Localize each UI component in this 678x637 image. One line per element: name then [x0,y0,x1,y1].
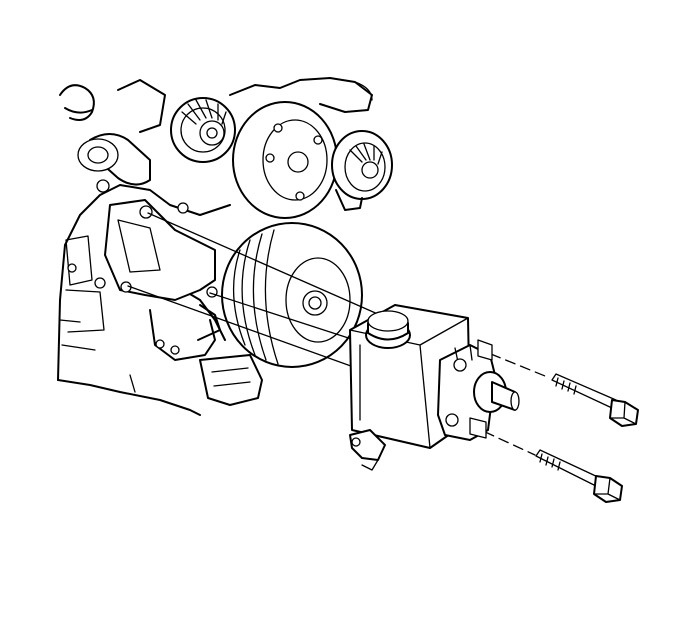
bracket-bolt [155,339,165,349]
oil-filter-ribs [211,367,251,387]
tensioner-arm [335,189,363,211]
bolt-shank-upper [551,373,617,409]
engine-side-rib [65,235,93,286]
engine-bolt-head [96,179,110,193]
pulley-bolt [313,135,323,145]
pump-mount-hole-lower [445,413,459,427]
water-pump-pulley [232,101,338,219]
bolt-head-facets-lower [593,477,621,501]
water-pump-hub [287,151,309,173]
idler-pulley-spokes [181,99,227,125]
guide-line-middle [209,292,371,346]
bolt-threads-lower [539,453,561,471]
tensioner-pulley-hub [361,161,379,179]
crank-bolt [308,296,322,310]
mounting-bolts [535,373,639,503]
bracket-lower-leg [149,309,216,361]
pipe-flange [354,81,373,101]
pump-mounting-bracket [104,199,218,361]
bolt-guide-lower [469,424,536,456]
pump-ear-upper [477,339,493,361]
tensioner-pulley [331,130,393,211]
engine-lower-edge [57,379,201,416]
engine-side-panel [65,289,105,333]
engine-bolt-head [177,202,189,214]
bolt-threads-upper [555,377,577,395]
bracket-bolt [170,345,180,355]
oil-filter-adapter [199,354,263,406]
bracket-hole-right [206,286,218,298]
reservoir-cap-top [367,310,409,332]
engine-block [57,77,393,416]
upper-hose [59,84,95,121]
pulley-bolt [265,153,275,163]
bolt-shank-lower [535,449,601,487]
upper-pipe [229,77,373,113]
pump-mount-hole-upper [453,358,467,372]
engine-block-ribs [59,319,136,393]
guide-line-lower [127,285,363,371]
engine-bolt-head [94,277,106,289]
idler-pulley [170,97,236,163]
mounting-bolt-upper [551,373,639,427]
power-steering-pump [349,304,520,471]
crank-pulley-grooves [232,229,279,365]
bolt-guide-upper [475,347,551,379]
tensioner-spokes [349,143,383,165]
coolant-outlet-bore [87,146,109,164]
mounting-bolt-lower [535,449,623,503]
pump-ear-lower [469,417,487,439]
bracket-cutout [117,219,161,273]
bracket-hole-upper [139,205,153,219]
fitting-nozzle [361,459,379,471]
bolt-head-facets-upper [609,401,637,425]
guide-line-upper [147,212,381,316]
fitting-nut [351,437,361,447]
engine-bolt-head [67,263,77,273]
alignment-lines [127,212,551,456]
manifold-edge [117,79,166,133]
thermostat-housing [89,133,151,186]
pulley-bolt [273,123,283,133]
idler-pulley-bolt [206,127,218,139]
pump-shaft-end [510,391,520,411]
pulley-bolt [295,191,305,201]
bracket-edge [197,304,221,341]
upper-hose-band [64,107,93,114]
